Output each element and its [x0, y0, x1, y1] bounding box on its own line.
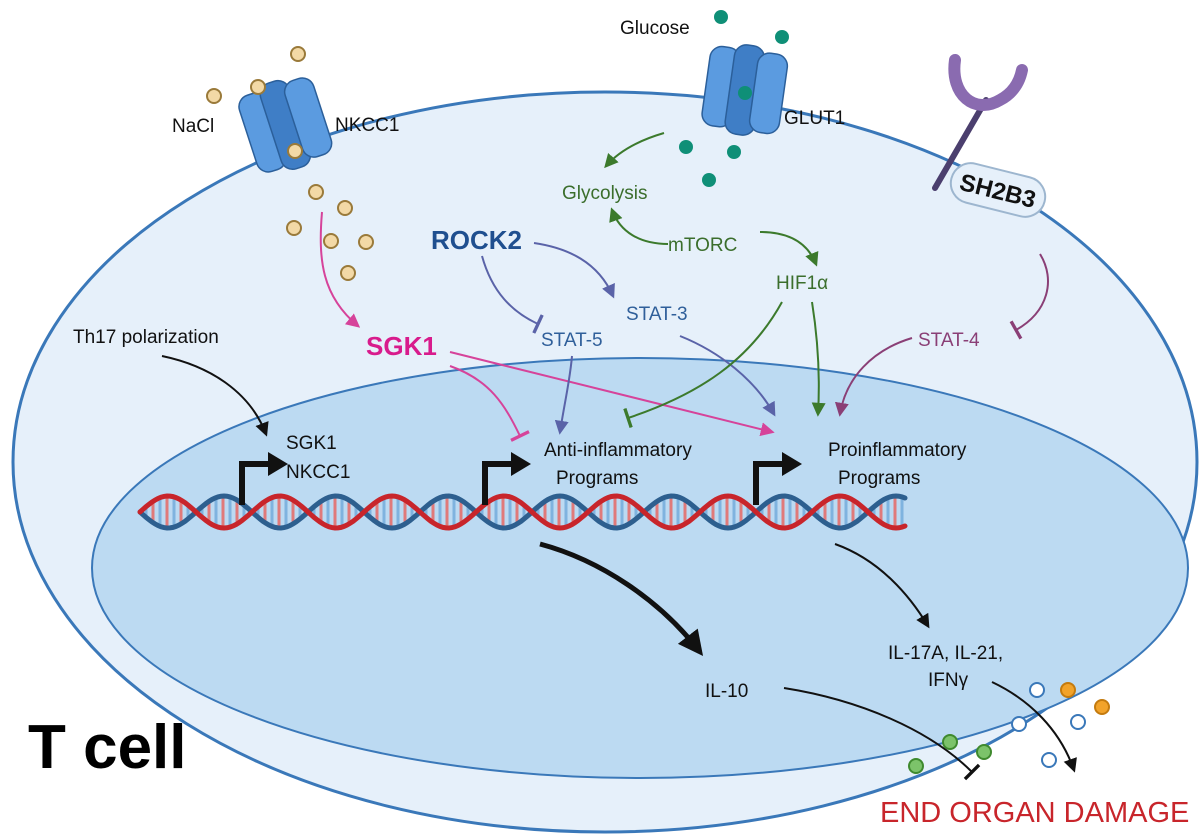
sh2b3-inhibits-stat4-arrow	[1009, 253, 1049, 340]
il10-inhibits-damage-arrow	[783, 687, 981, 781]
promoter-arrow-icon	[482, 452, 531, 505]
nucleus	[91, 357, 1189, 779]
mtorc-to-hif1a-arrow	[759, 231, 819, 267]
stat4-to-pro-arrow	[834, 337, 913, 417]
sh2b3-receptor-icon	[932, 54, 1028, 191]
gene-sgk1-label: SGK1	[286, 433, 337, 454]
anti-inflammatory-label-line1: Anti-inflammatory	[544, 440, 692, 461]
nkcc1-to-sgk1-arrow	[319, 211, 361, 328]
glucose-label: Glucose	[620, 18, 690, 39]
glycolysis-label: Glycolysis	[562, 183, 648, 204]
proinflammatory-label-line1: Proinflammatory	[828, 440, 967, 461]
dna-strand-red	[137, 493, 908, 531]
glut1-to-glycolysis-arrow	[604, 132, 665, 169]
cytokine-particles	[908, 682, 1110, 774]
rock2-to-stat3-arrow	[533, 242, 615, 299]
th17-to-genes-arrow	[161, 355, 269, 437]
gene-nkcc1-label: NKCC1	[286, 462, 350, 483]
hif1a-inhibits-anti-arrow	[623, 301, 783, 429]
anti-inflammatory-label-line2: Programs	[556, 468, 638, 489]
stat5-to-anti-arrow	[554, 355, 573, 435]
glucose-particles	[679, 10, 789, 187]
nacl-label: NaCl	[172, 116, 214, 137]
salt-particles	[206, 46, 374, 281]
promoter-arrow-icon	[753, 452, 802, 505]
dna-to-il17-arrow	[834, 543, 930, 629]
hif1a-to-pro-arrow	[811, 301, 826, 417]
stat5-label: STAT-5	[541, 330, 603, 351]
promoter-arrow-icon	[239, 452, 288, 505]
rock2-label: ROCK2	[431, 225, 522, 255]
il17-label-line2: IFNγ	[928, 670, 969, 691]
stat4-label: STAT-4	[918, 330, 980, 351]
nkcc1-label: NKCC1	[335, 115, 399, 136]
th17-polarization-label: Th17 polarization	[73, 327, 219, 348]
glut1-label: GLUT1	[784, 108, 845, 129]
dna-strand-blue	[137, 493, 908, 531]
end-organ-damage-label: END ORGAN DAMAGE	[880, 797, 1189, 829]
stat3-to-pro-arrow	[679, 335, 776, 417]
hif1a-label: HIF1α	[776, 273, 828, 294]
dna-helix-icon	[137, 493, 908, 531]
rock2-inhibits-stat5-arrow	[481, 255, 544, 334]
stat3-label: STAT-3	[626, 304, 688, 325]
sgk1-label: SGK1	[366, 331, 437, 361]
il17-label-line1: IL-17A, IL-21,	[888, 643, 1003, 664]
sgk1-to-pro-arrow	[449, 351, 775, 437]
proinflammatory-label-line2: Programs	[838, 468, 920, 489]
mtorc-label: mTORC	[668, 235, 737, 256]
sh2b3-label-pill	[949, 162, 1047, 218]
cytokines-to-damage-arrow	[991, 681, 1077, 773]
dna-to-il10-arrow	[539, 541, 704, 656]
il10-label: IL-10	[705, 681, 748, 702]
mtorc-to-glycolysis-arrow	[609, 207, 669, 245]
sgk1-inhibits-anti-arrow	[449, 365, 530, 442]
t-cell-label: T cell	[28, 713, 187, 782]
